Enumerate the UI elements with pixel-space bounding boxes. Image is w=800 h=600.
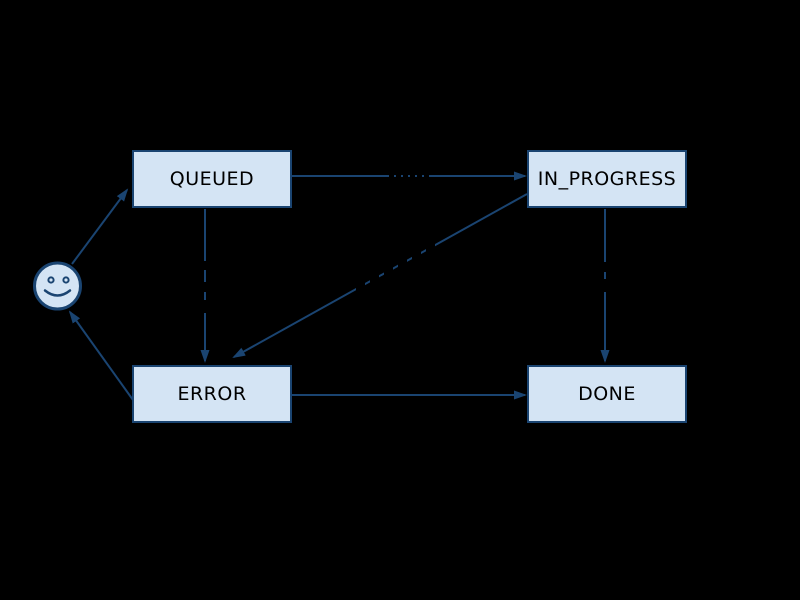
state-node-queued-label: QUEUED <box>169 168 255 190</box>
smiley-face-icon <box>33 261 82 311</box>
edge-label-occlusion-queued-to-error <box>199 261 212 313</box>
edge-label-occlusion-in-progress-to-error <box>356 243 435 291</box>
edge-label-occlusion-queued-to-in-progress <box>389 170 429 182</box>
edge-in-progress-to-error <box>232 193 528 358</box>
state-node-in-progress-label: IN_PROGRESS <box>537 168 677 190</box>
state-node-done: DONE <box>527 365 687 423</box>
state-node-error-label: ERROR <box>177 383 247 405</box>
state-node-in-progress: IN_PROGRESS <box>527 150 687 208</box>
edge-error-to-start <box>68 310 134 401</box>
state-node-queued: QUEUED <box>132 150 292 208</box>
state-node-error: ERROR <box>132 365 292 423</box>
edge-start-to-queued <box>71 188 129 265</box>
state-node-done-label: DONE <box>578 383 636 405</box>
edge-label-occlusion-in-progress-to-done <box>599 262 612 292</box>
